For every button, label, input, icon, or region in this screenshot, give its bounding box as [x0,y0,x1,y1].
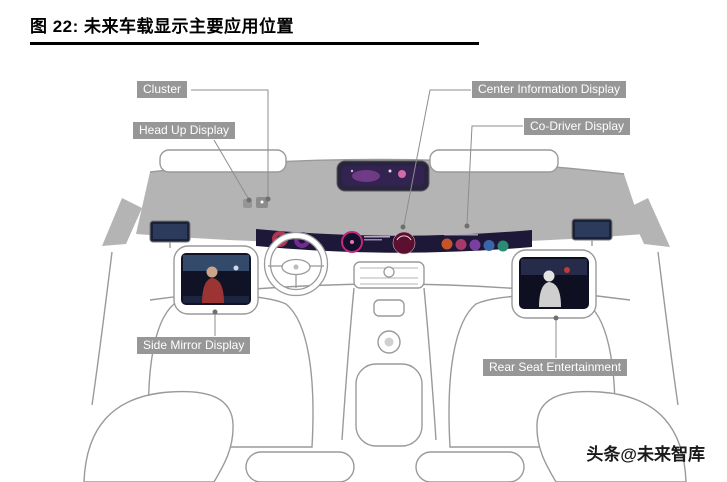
center-information-display [341,231,416,255]
center-console-vents [353,261,425,289]
figure-title: 图 22: 未来车载显示主要应用位置 [30,17,295,36]
rear-seat-left-bolster [83,390,234,482]
left-headrest-display [173,245,259,315]
rear-bench-left-cushion [245,451,355,482]
side-mirror-display-right [571,218,613,246]
label-co-driver-display: Co-Driver Display [524,118,631,135]
label-head-up-display: Head Up Display [133,122,236,139]
left-door-line [91,251,113,406]
label-center-information-display: Center Information Display [472,81,627,98]
co-driver-display [441,234,509,252]
label-side-mirror-display: Side Mirror Display [137,337,251,354]
title-underline-rule [30,42,479,45]
right-door-line [657,251,679,406]
left-side-window [102,198,142,246]
right-side-window [628,198,670,247]
center-console [341,287,437,447]
rear-bench-right-cushion [415,451,525,482]
rear-view-mirror-display [336,160,430,192]
armrest [355,363,423,447]
label-rear-seat-entertainment: Rear Seat Entertainment [483,359,628,376]
right-headrest-display [511,249,597,319]
callout-leader-lines [191,89,559,358]
windshield [136,159,644,244]
right-sun-visor [429,149,559,173]
side-mirror-display-left [149,220,191,248]
label-cluster: Cluster [137,81,188,98]
watermark: 头条@未来智库 [586,445,705,464]
left-sun-visor [159,149,287,173]
steering-wheel [263,231,329,297]
rear-seat-right-bolster [536,390,687,482]
